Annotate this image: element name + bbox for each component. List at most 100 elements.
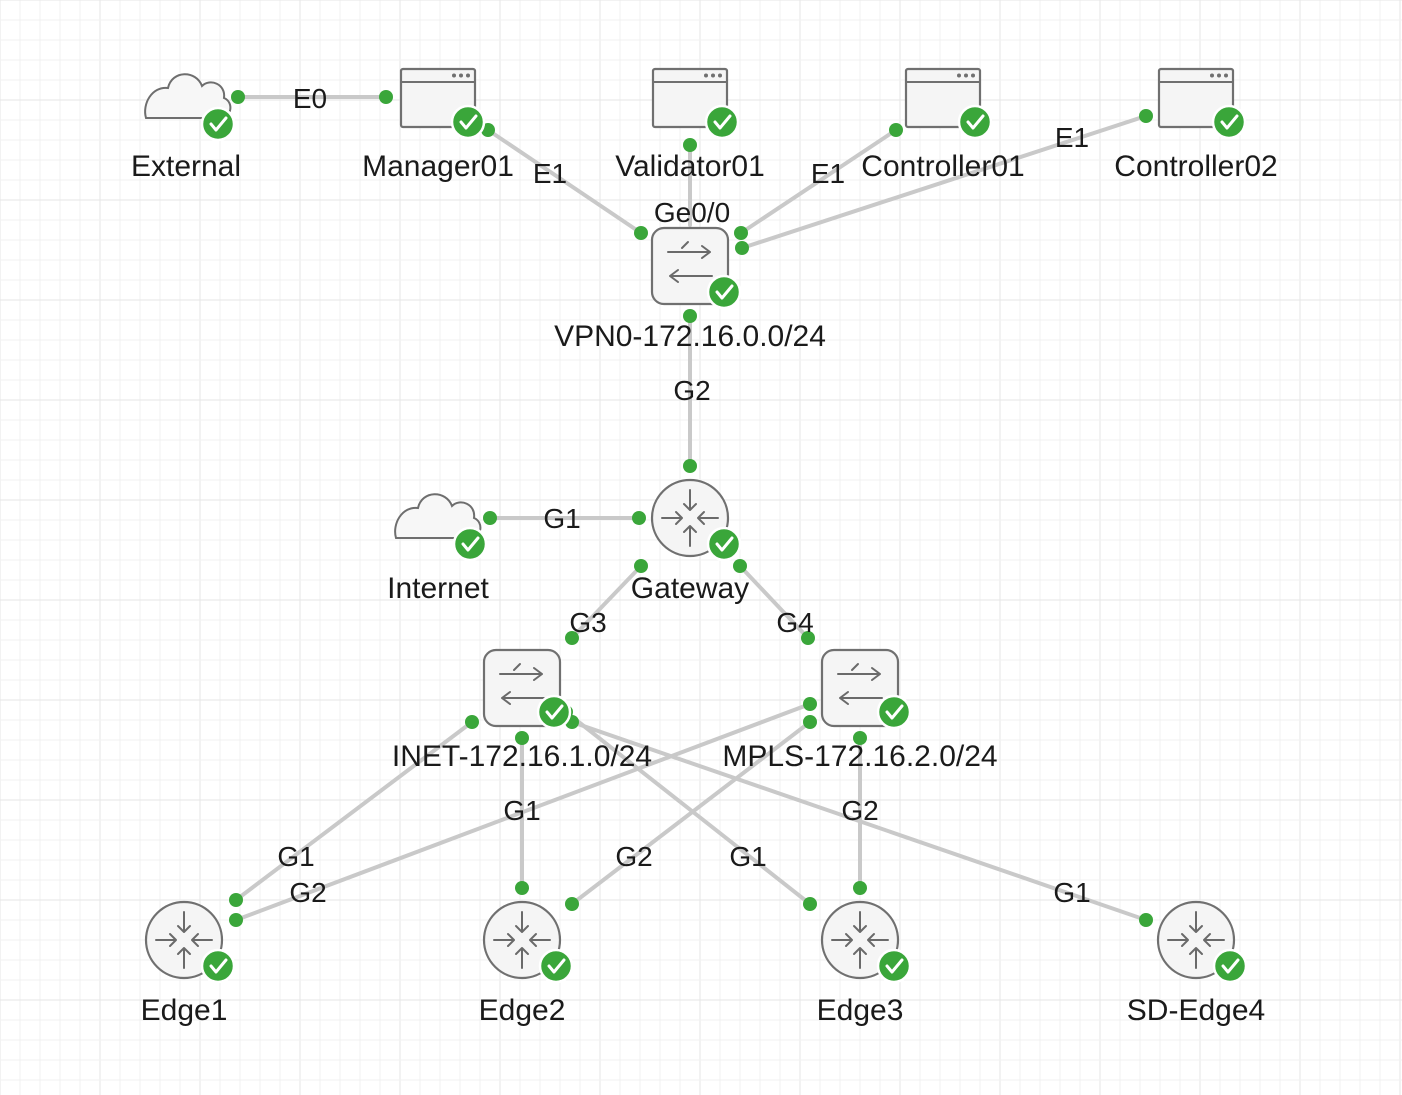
port-label-edge1-g2: G2 xyxy=(289,877,326,908)
port-label-e0: E0 xyxy=(293,83,327,114)
node-label-edge3: Edge3 xyxy=(817,994,904,1027)
node-vpn0[interactable] xyxy=(650,226,742,310)
port-dot[interactable] xyxy=(735,241,749,255)
port-label-g4: G4 xyxy=(776,607,813,638)
port-dot[interactable] xyxy=(801,631,815,645)
status-ok-icon xyxy=(876,948,912,984)
status-ok-icon xyxy=(452,526,488,562)
port-dot[interactable] xyxy=(634,226,648,240)
port-dot[interactable] xyxy=(565,631,579,645)
status-ok-icon xyxy=(200,106,236,142)
port-dot[interactable] xyxy=(803,715,817,729)
node-label-vpn0: VPN0-172.16.0.0/24 xyxy=(554,320,826,353)
node-edge1[interactable] xyxy=(144,900,236,984)
status-ok-icon xyxy=(706,274,742,310)
link-inet-edge1[interactable] xyxy=(234,720,474,902)
node-label-sdedge4: SD-Edge4 xyxy=(1127,994,1265,1027)
status-ok-icon xyxy=(450,104,486,140)
link-gateway-mpls[interactable] xyxy=(738,564,810,640)
port-dot[interactable] xyxy=(565,897,579,911)
port-dot[interactable] xyxy=(683,309,697,323)
port-label-g2-gateway: G2 xyxy=(673,375,710,406)
port-dot[interactable] xyxy=(1139,109,1153,123)
node-sdedge4[interactable] xyxy=(1156,900,1248,984)
node-gateway[interactable] xyxy=(650,478,742,562)
port-dot[interactable] xyxy=(853,731,867,745)
node-labels: External Manager01 Validator01 Controlle… xyxy=(131,150,1278,1027)
node-internet[interactable] xyxy=(394,493,488,562)
port-label-edge1-g1: G1 xyxy=(277,841,314,872)
link-inet-edge3[interactable] xyxy=(564,710,812,906)
node-label-controller01: Controller01 xyxy=(861,150,1024,183)
port-label-ge0-0: Ge0/0 xyxy=(654,197,730,228)
status-ok-icon xyxy=(536,694,572,730)
node-label-internet: Internet xyxy=(387,572,489,605)
port-label-controller02-e1: E1 xyxy=(1055,122,1089,153)
status-ok-icon xyxy=(538,948,574,984)
port-label-sdedge4-g1: G1 xyxy=(1053,877,1090,908)
node-label-mpls: MPLS-172.16.2.0/24 xyxy=(722,740,997,773)
node-inet[interactable] xyxy=(482,648,572,730)
port-dot[interactable] xyxy=(803,697,817,711)
status-ok-icon xyxy=(957,104,993,140)
port-dot[interactable] xyxy=(379,90,393,104)
status-ok-icon xyxy=(1212,948,1248,984)
port-dot[interactable] xyxy=(229,913,243,927)
node-manager01[interactable] xyxy=(399,67,486,140)
ports-layer xyxy=(229,90,1153,927)
port-dot[interactable] xyxy=(683,459,697,473)
port-dot[interactable] xyxy=(853,881,867,895)
port-labels: E0 E1 Ge0/0 E1 E1 G2 G1 G3 G4 G1 G2 G1 G… xyxy=(277,83,1090,908)
status-ok-icon xyxy=(876,694,912,730)
node-edge3[interactable] xyxy=(820,900,912,984)
status-ok-icon xyxy=(200,948,236,984)
port-dot[interactable] xyxy=(683,138,697,152)
node-label-edge1: Edge1 xyxy=(141,994,228,1027)
port-dot[interactable] xyxy=(229,893,243,907)
node-label-manager01: Manager01 xyxy=(362,150,514,183)
node-controller01[interactable] xyxy=(904,67,993,140)
port-dot[interactable] xyxy=(634,559,648,573)
port-label-controller01-e1: E1 xyxy=(811,158,845,189)
links-layer xyxy=(234,95,1148,922)
node-label-validator01: Validator01 xyxy=(615,150,765,183)
port-dot[interactable] xyxy=(734,226,748,240)
port-dot[interactable] xyxy=(515,881,529,895)
node-label-inet: INET-172.16.1.0/24 xyxy=(392,740,652,773)
port-dot[interactable] xyxy=(515,731,529,745)
port-dot[interactable] xyxy=(231,90,245,104)
node-external[interactable] xyxy=(144,73,236,142)
link-manager01-vpn0[interactable] xyxy=(486,128,643,235)
port-label-edge2-g2: G2 xyxy=(615,841,652,872)
status-ok-icon xyxy=(1211,104,1247,140)
node-label-gateway: Gateway xyxy=(631,572,749,605)
link-controller02-vpn0[interactable] xyxy=(740,114,1148,250)
port-label-g1-internet: G1 xyxy=(543,503,580,534)
link-gateway-inet[interactable] xyxy=(570,564,643,640)
port-dot[interactable] xyxy=(1139,913,1153,927)
port-dot[interactable] xyxy=(803,897,817,911)
port-label-g3: G3 xyxy=(569,607,606,638)
link-mpls-edge1[interactable] xyxy=(234,702,812,922)
status-ok-icon xyxy=(704,104,740,140)
node-label-edge2: Edge2 xyxy=(479,994,566,1027)
port-dot[interactable] xyxy=(465,715,479,729)
node-validator01[interactable] xyxy=(651,67,740,140)
link-mpls-edge2[interactable] xyxy=(570,720,812,906)
node-label-controller02: Controller02 xyxy=(1114,150,1277,183)
port-dot[interactable] xyxy=(733,559,747,573)
link-controller01-vpn0[interactable] xyxy=(739,128,898,235)
node-label-external: External xyxy=(131,150,241,183)
port-dot[interactable] xyxy=(483,511,497,525)
node-controller02[interactable] xyxy=(1157,67,1247,140)
port-label-edge3-g1: G1 xyxy=(729,841,766,872)
port-label-edge2-g1: G1 xyxy=(503,795,540,826)
node-edge2[interactable] xyxy=(482,900,574,984)
port-label-sdedge4-g2: G2 xyxy=(841,795,878,826)
status-ok-icon xyxy=(706,526,742,562)
port-dot[interactable] xyxy=(889,123,903,137)
node-mpls[interactable] xyxy=(820,648,912,730)
port-label-manager-e1: E1 xyxy=(533,158,567,189)
port-dot[interactable] xyxy=(632,511,646,525)
